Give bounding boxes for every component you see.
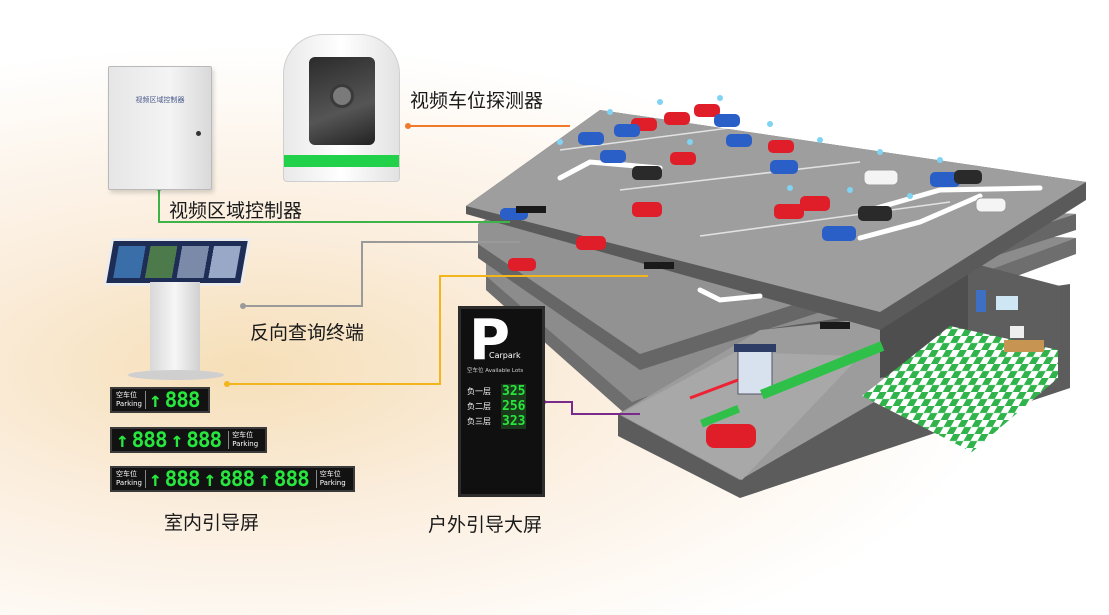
camera-lens-icon <box>309 57 375 145</box>
label-video-detector: 视频车位探测器 <box>410 90 544 112</box>
parked-car-blue <box>614 124 640 137</box>
parked-car-red <box>774 204 804 219</box>
outdoor-screen-connector <box>543 401 640 415</box>
terminal-connector <box>243 241 520 307</box>
up-arrow-icon: ↑ <box>148 388 162 412</box>
led-digits: 888 <box>186 428 222 452</box>
led-digits: 888 <box>273 467 310 491</box>
lock-icon <box>196 131 201 136</box>
up-arrow-icon: ↑ <box>203 467 217 491</box>
parked-car-red <box>800 196 830 211</box>
toll-booth <box>737 349 773 395</box>
parked-car-blue <box>930 172 960 187</box>
barrier-gate <box>689 378 739 400</box>
outdoor-title: Carpark <box>489 351 521 360</box>
parked-car-red <box>664 112 690 125</box>
outdoor-subtitle: 空车位 Available Lots <box>467 368 524 374</box>
video-detector-device <box>283 34 400 182</box>
parked-car-red <box>670 152 696 165</box>
up-arrow-icon: ↑ <box>258 467 271 491</box>
up-arrow-icon: ↑ <box>170 428 184 452</box>
up-arrow-icon: ↑ <box>148 467 162 491</box>
indoor-screen-connector <box>227 275 648 385</box>
up-arrow-icon: ↑ <box>116 428 129 452</box>
parked-car-white <box>863 169 899 186</box>
green-island <box>760 341 885 400</box>
map-board <box>976 290 986 312</box>
led-digits: 888 <box>164 467 201 491</box>
led-digits: 888 <box>131 428 168 452</box>
parked-car-red <box>694 104 720 117</box>
green-island <box>700 405 741 428</box>
controller-connector <box>158 188 510 223</box>
parked-car-dark <box>954 170 982 184</box>
connector-lines <box>156 123 648 415</box>
label-outdoor-screen: 户外引导大屏 <box>428 514 543 536</box>
level-guidance-board <box>820 322 850 329</box>
parked-car-dark <box>858 206 892 221</box>
parked-car-red <box>706 424 756 448</box>
parked-car-red <box>632 202 662 217</box>
parking-p-icon: P <box>469 308 511 373</box>
led-digits: 888 <box>164 388 201 412</box>
label-reverse-terminal: 反向查询终端 <box>250 322 365 344</box>
parked-car-red <box>508 258 536 271</box>
label-indoor-screen: 室内引导屏 <box>164 512 260 534</box>
desk <box>1004 340 1044 352</box>
label-area-controller: 视频区域控制器 <box>169 200 303 222</box>
level-guidance-board <box>516 206 546 213</box>
parked-car-red <box>768 140 794 153</box>
kiosk-base <box>128 370 224 380</box>
parked-car-dark <box>632 166 662 180</box>
kiosk-screen <box>102 238 252 286</box>
parked-car-white <box>975 197 1007 213</box>
led-indicator-strip <box>284 155 399 167</box>
control-room-floor <box>862 326 1058 452</box>
area-controller-device: 视频区域控制器 <box>108 66 212 190</box>
parked-car-blue <box>600 150 626 163</box>
level-guidance-board <box>644 262 674 269</box>
parked-car-blue <box>822 226 856 241</box>
parked-car-blue <box>726 134 752 147</box>
kiosk-stand <box>150 282 200 372</box>
controller-box-title: 视频区域控制器 <box>135 96 185 104</box>
window <box>996 296 1018 310</box>
parked-car-blue <box>714 114 740 127</box>
led-digits: 888 <box>219 467 255 491</box>
parked-car-blue <box>770 160 798 174</box>
parked-car-blue <box>578 132 604 145</box>
parked-car-red <box>576 236 606 250</box>
